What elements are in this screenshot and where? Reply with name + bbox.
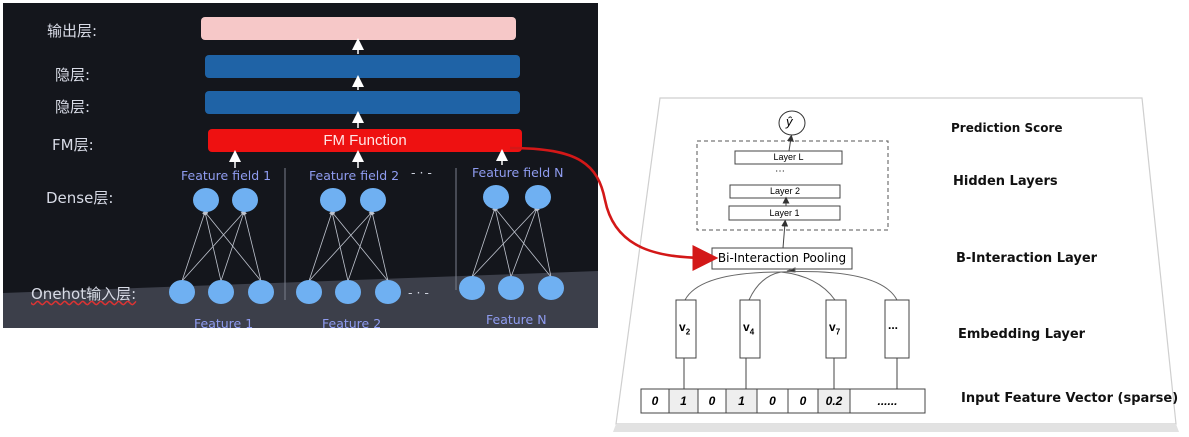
input-value: 0.2	[825, 394, 843, 408]
label-dense-layer: Dense层:	[46, 189, 114, 207]
bi-interaction-label: Bi-Interaction Pooling	[717, 251, 847, 265]
label-input-feature-vector: Input Feature Vector (sparse)	[961, 391, 1179, 406]
label-embedding-layer: Embedding Layer	[958, 327, 1086, 342]
input-vector-cells	[640, 388, 926, 414]
input-value: 0	[769, 394, 776, 408]
input-value: 1	[680, 394, 687, 408]
embedding-label-1: v2	[679, 320, 691, 337]
hidden-layer-bar-2	[205, 91, 520, 114]
embedding-box-3	[825, 299, 847, 359]
layer-l-label: Layer L	[773, 152, 804, 162]
embedding-box-1	[675, 299, 697, 359]
layer-l-box	[734, 150, 843, 165]
embedding-box-4	[884, 299, 910, 359]
feature-label-1: Feature 1	[194, 316, 254, 331]
feature-label-2: Feature 2	[322, 316, 382, 331]
connections-field-n	[471, 205, 552, 278]
hidden-layer-bar-1	[205, 55, 520, 78]
connector-arrow	[509, 146, 719, 271]
output-layer-bar	[201, 17, 516, 40]
embedding-label-2: v4	[743, 320, 755, 337]
feature-field-label-n: Feature field N	[472, 165, 564, 180]
input-value: 0	[799, 394, 807, 408]
field-ellipsis: - · -	[411, 165, 432, 180]
label-bi-interaction-layer: B-Interaction Layer	[956, 251, 1098, 266]
embedding-label-3: v7	[829, 320, 841, 337]
embedding-label-4: ...	[888, 318, 899, 332]
label-onehot-layer: Onehot输入层:	[31, 285, 137, 303]
feature-field-label-1: Feature field 1	[181, 168, 272, 183]
label-output-layer: 输出层:	[47, 22, 98, 40]
label-prediction-score: Prediction Score	[951, 121, 1063, 135]
field-separators	[284, 168, 457, 300]
fm-function-label: FM Function	[323, 132, 407, 149]
fm-layer-bar	[208, 129, 522, 152]
layer-2-label: Layer 2	[769, 186, 801, 196]
connections-field-1	[181, 209, 262, 282]
embedding-box-2	[739, 299, 761, 359]
input-value: 0	[651, 394, 659, 408]
layer-arrows	[229, 38, 508, 168]
label-hidden-layer-1: 隐层:	[55, 66, 91, 84]
feature-field-label-2: Feature field 2	[309, 168, 400, 183]
label-hidden-layers: Hidden Layers	[953, 174, 1058, 189]
dense-nodes	[193, 185, 551, 212]
connections-field-2	[308, 209, 389, 282]
node-ellipsis: - · -	[408, 285, 429, 300]
layer-dots-1: ⋯	[775, 166, 785, 177]
input-value: ......	[877, 394, 898, 408]
label-hidden-layer-2: 隐层:	[55, 98, 91, 116]
input-value: 0	[708, 394, 716, 408]
input-value: 1	[738, 394, 745, 408]
feature-label-n: Feature N	[486, 312, 547, 327]
label-fm-layer: FM层:	[52, 136, 94, 154]
layer-1-label: Layer 1	[769, 208, 800, 218]
prediction-symbol: ŷ	[786, 114, 793, 129]
onehot-nodes	[169, 276, 564, 304]
